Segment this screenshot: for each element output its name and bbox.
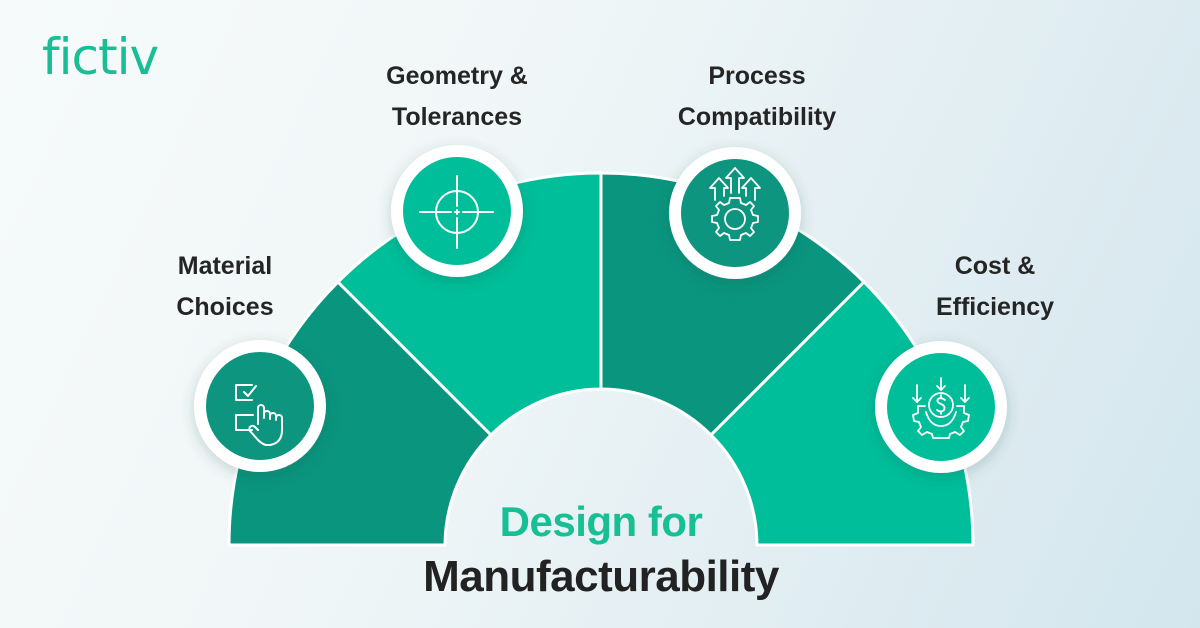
gear-dollar-icon <box>912 377 970 439</box>
label-line: Material <box>177 252 273 280</box>
checklist-hand-icon <box>235 384 283 446</box>
title-line-1: Design for <box>499 498 703 545</box>
label-line: Tolerances <box>391 103 523 131</box>
label-material-choices: Material Choices <box>140 246 310 328</box>
segment-cost-efficiency <box>709 280 975 547</box>
label-line: Efficiency <box>935 293 1055 321</box>
fictiv-logo: fictiv <box>42 28 159 86</box>
label-line: Process <box>708 62 806 90</box>
badge-cost-efficiency <box>875 341 1007 473</box>
crosshair-icon <box>419 175 494 249</box>
label-line: Compatibility <box>677 103 837 131</box>
badge-process-compatibility <box>669 147 801 279</box>
label-line: Cost & <box>954 252 1036 280</box>
label-line: Choices <box>176 293 274 321</box>
label-cost-efficiency: Cost & Efficiency <box>910 246 1080 328</box>
label-process-compatibility: Process Compatibility <box>652 56 862 138</box>
gear-arrows-up-icon <box>709 167 761 241</box>
label-geometry-tolerances: Geometry & Tolerances <box>360 56 554 138</box>
label-line: Geometry & <box>386 62 528 90</box>
title-line-2: Manufacturability <box>423 552 779 601</box>
